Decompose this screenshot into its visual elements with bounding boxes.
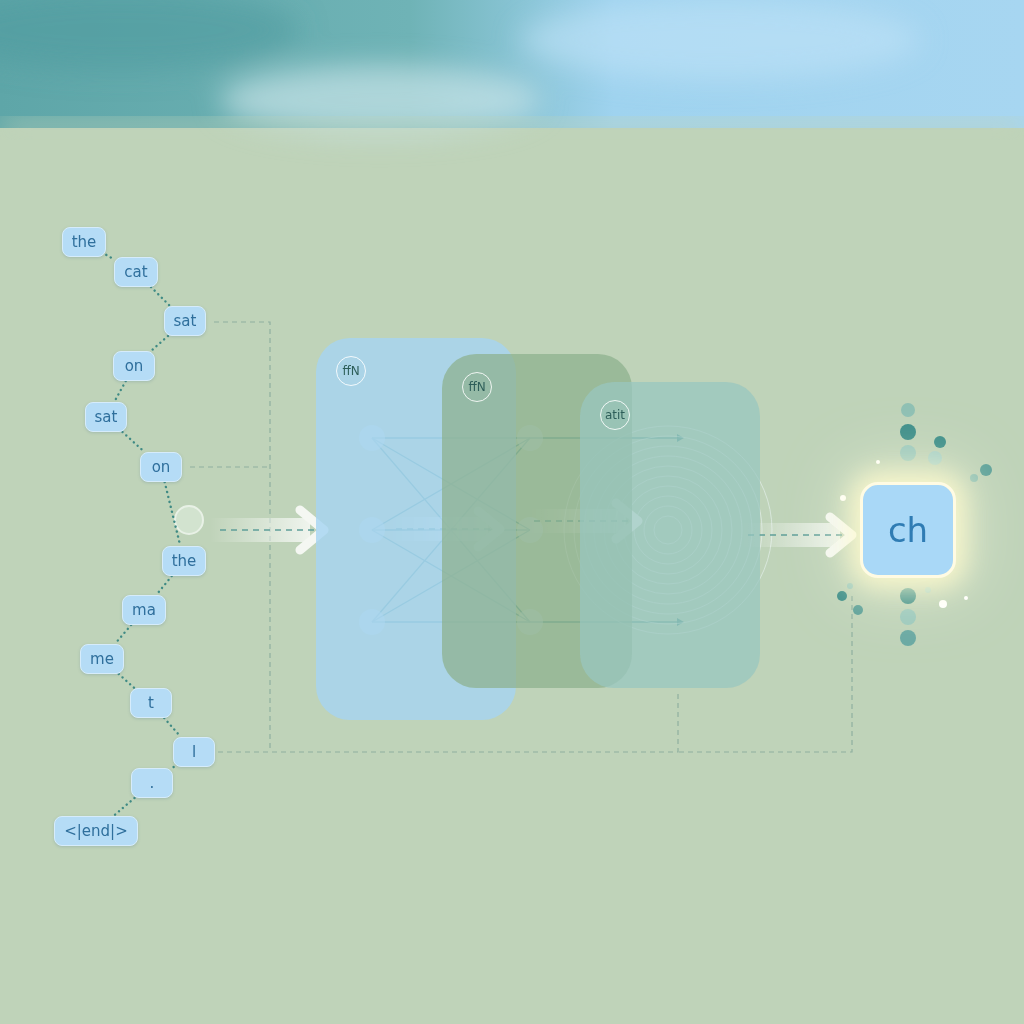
sky-clouds (0, 0, 920, 135)
token-label: the (72, 233, 97, 251)
token-link (151, 336, 168, 351)
layer-badge: ffN (336, 356, 366, 386)
token-box: me (80, 644, 124, 674)
token-label: ma (132, 601, 156, 619)
token-link (115, 625, 131, 644)
token-box: . (131, 768, 173, 798)
token-box: t (130, 688, 172, 718)
layer-label: ffN (342, 364, 359, 378)
token-box: on (140, 452, 182, 482)
flow-chevron (830, 517, 852, 553)
token-link (122, 432, 144, 452)
layer-badge: atit (600, 400, 630, 430)
token-box: cat (114, 257, 157, 287)
token-label: <|end|> (64, 822, 128, 840)
token-label: me (90, 650, 114, 668)
output-sparkles (837, 403, 992, 646)
token-box: on (113, 351, 155, 381)
layer-label: atit (605, 408, 625, 422)
token-box: l (173, 737, 215, 767)
output-label: ch (888, 510, 928, 550)
token-label: t (148, 694, 154, 712)
input-arrow (210, 510, 324, 550)
flow-dash (748, 534, 852, 536)
token-label: . (150, 774, 155, 792)
token-label: on (125, 357, 144, 375)
token-label: sat (95, 408, 118, 426)
token-link (156, 576, 172, 595)
token-label: cat (124, 263, 147, 281)
layer-label: ffN (468, 380, 485, 394)
token-box: sat (164, 306, 207, 336)
token-label: the (172, 552, 197, 570)
cursor-dot (175, 506, 203, 534)
token-box: the (162, 546, 207, 576)
token-link (106, 255, 114, 260)
token-box: <|end|> (54, 816, 138, 846)
output-token: ch (860, 482, 956, 578)
token-link (113, 798, 134, 816)
token-label: l (192, 743, 196, 761)
token-label: sat (174, 312, 197, 330)
token-link (165, 482, 181, 546)
flow-arrow (748, 535, 852, 536)
token-link (114, 381, 126, 402)
token-link (151, 287, 170, 306)
token-box: sat (85, 402, 128, 432)
layer-panel: atit (580, 382, 760, 688)
layer-badge: ffN (462, 372, 492, 402)
token-link (119, 674, 135, 688)
token-box: ma (122, 595, 166, 625)
token-box: the (62, 227, 107, 257)
token-link (164, 718, 181, 737)
token-link (172, 767, 173, 768)
leader-lines (190, 322, 852, 752)
token-label: on (152, 458, 171, 476)
